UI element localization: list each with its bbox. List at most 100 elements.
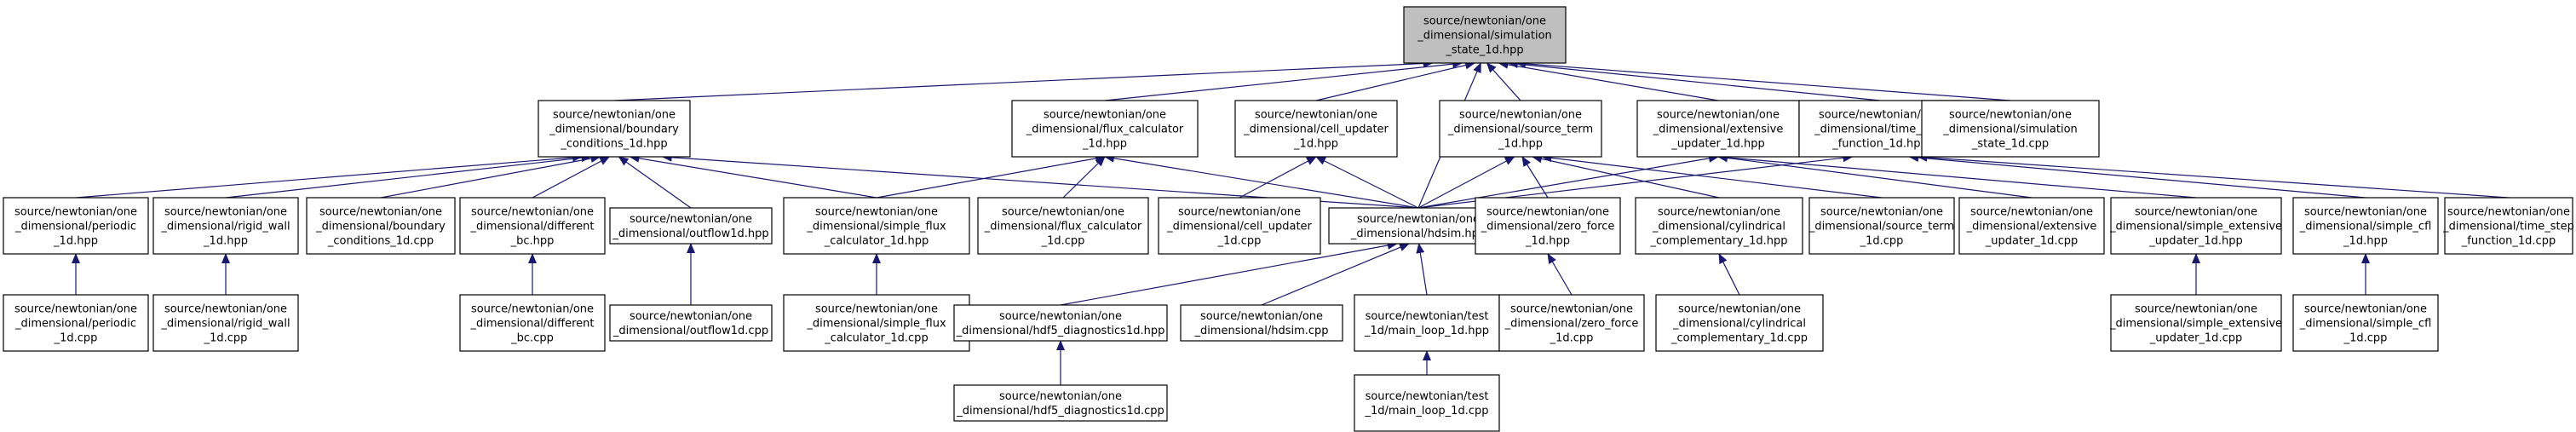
node-flux[interactable]: source/newtonian/one_dimensional/flux_ca… bbox=[1011, 100, 1199, 158]
node-label-line: _1d.cpp bbox=[54, 332, 98, 345]
edge-hdf5-h-to-hdsim-h bbox=[1060, 241, 1398, 306]
node-label-line: _dimensional/simple_flux bbox=[806, 318, 946, 331]
node-mainloop-cpp[interactable]: source/newtonian/test _1d/main_loop_1d.cp… bbox=[1354, 374, 1500, 432]
node-sext-cpp[interactable]: source/newtonian/one_dimensional/simple_… bbox=[2109, 294, 2282, 352]
node-box bbox=[1475, 197, 1621, 255]
node-zero-cpp[interactable]: source/newtonian/one _dimensional/zero_fo… bbox=[1498, 294, 1645, 352]
node-label-line: _dimensional/cylindrical bbox=[1652, 221, 1785, 233]
node-label-line: source/newtonian/one bbox=[14, 206, 137, 219]
node-label-line: source/newtonian/one bbox=[1459, 109, 1582, 122]
node-label-line: _dimensional/simple_extensive bbox=[2109, 221, 2282, 233]
node-label-line: _1d.hpp bbox=[1525, 235, 1570, 248]
node-boundary-cpp[interactable]: source/newtonian/one_dimensional/boundar… bbox=[306, 197, 456, 255]
edge-ext-cpp-to-extensive bbox=[1717, 153, 2033, 199]
node-box bbox=[152, 197, 299, 255]
node-label-line: source/newtonian/one bbox=[1044, 109, 1166, 122]
node-label-line: _dimensional/simulation bbox=[1417, 30, 1552, 43]
node-label-line: _1d.cpp bbox=[1860, 235, 1904, 248]
node-label-line: _1d/main_loop_1d.hpp bbox=[1364, 325, 1489, 337]
node-scfl-cpp[interactable]: source/newtonian/one_dimensional/simple_… bbox=[2292, 294, 2439, 352]
node-rigid-h[interactable]: source/newtonian/one_dimensional/rigid_w… bbox=[152, 197, 299, 255]
node-label-line: source/newtonian/one bbox=[14, 303, 137, 316]
node-label-line: source/newtonian/one bbox=[1510, 303, 1633, 316]
node-ext-cpp[interactable]: source/newtonian/one_dimensional/extensi… bbox=[1958, 197, 2105, 255]
node-label-line: _dimensional/cell_updater bbox=[1166, 221, 1312, 233]
edge-hdsim-cpp-to-hdsim-h bbox=[1261, 243, 1410, 306]
node-simcpp[interactable]: source/newtonian/one_dimensional/simulat… bbox=[1921, 100, 2100, 158]
node-outflow-h[interactable]: source/newtonian/one _dimensional/outflow… bbox=[609, 207, 773, 245]
node-label-line: _dimensional/hdf5_diagnostics1d.cpp bbox=[956, 405, 1164, 418]
node-label-line: _dimensional/hdsim.cpp bbox=[1193, 325, 1328, 337]
node-box bbox=[1180, 304, 1343, 342]
node-sflux-cpp[interactable]: source/newtonian/one_dimensional/simple_… bbox=[783, 294, 970, 352]
node-extensive[interactable]: source/newtonian/one_dimensional/extensi… bbox=[1636, 100, 1800, 158]
node-label-line: source/newtonian/one bbox=[2135, 206, 2257, 219]
node-label-line: _dimensional/cell_updater bbox=[1243, 124, 1389, 136]
node-label-line: source/newtonian/one bbox=[630, 213, 752, 226]
node-different-cpp[interactable]: source/newtonian/one_dimensional/differe… bbox=[459, 294, 606, 352]
node-label-line: _dimensional/simple_flux bbox=[806, 221, 946, 233]
edge-zero-cpp-to-zero-h bbox=[1547, 253, 1573, 296]
node-label-line: _dimensional/outflow1d.hpp bbox=[612, 228, 768, 240]
node-mainloop-h[interactable]: source/newtonian/test _1d/main_loop_1d.hp… bbox=[1354, 294, 1500, 352]
node-label-line: source/newtonian/one bbox=[164, 303, 287, 316]
node-hdf5-cpp[interactable]: source/newtonian/one_dimensional/hdf5_di… bbox=[953, 384, 1168, 422]
node-label-line: _dimensional/source_term bbox=[1447, 124, 1593, 136]
node-box bbox=[2110, 294, 2282, 352]
node-flux-cpp[interactable]: source/newtonian/one_dimensional/flux_ca… bbox=[977, 197, 1149, 255]
node-tsf-cpp[interactable]: source/newtonian/one_dimensional/time_st… bbox=[2442, 197, 2574, 255]
node-zero-h[interactable]: source/newtonian/one_dimensional/zero_fo… bbox=[1475, 197, 1621, 255]
node-label-line: _dimensional/boundary bbox=[315, 221, 446, 233]
node-source-cpp[interactable]: source/newtonian/one_dimensional/source_… bbox=[1808, 197, 1955, 255]
node-sflux-h[interactable]: source/newtonian/one _dimensional/simple_… bbox=[783, 197, 970, 255]
node-box bbox=[1808, 197, 1955, 255]
node-cyl-h[interactable]: source/newtonian/one_dimensional/cylindr… bbox=[1635, 197, 1803, 255]
node-label-line: _1d.cpp bbox=[1550, 332, 1594, 345]
node-box bbox=[1439, 100, 1602, 158]
node-label-line: _calculator_1d.hpp bbox=[824, 235, 929, 248]
node-different-h[interactable]: source/newtonian/one_dimensional/differe… bbox=[459, 197, 606, 255]
edge-simcpp-to-root bbox=[1515, 59, 2011, 101]
node-label-line: source/newtonian/test bbox=[1366, 310, 1489, 323]
node-label-line: _1d.hpp bbox=[1082, 138, 1127, 151]
node-boundary[interactable]: source/newtonian/one_dimensional/boundar… bbox=[538, 100, 691, 158]
node-label-line: _conditions_1d.cpp bbox=[327, 235, 434, 248]
node-periodic-h[interactable]: source/newtonian/one_dimensional/periodi… bbox=[3, 197, 149, 255]
node-cellupd-cpp[interactable]: source/newtonian/one _dimensional/cell_up… bbox=[1158, 197, 1321, 255]
node-box bbox=[953, 304, 1168, 342]
node-outflow-cpp[interactable]: source/newtonian/one_dimensional/outflow… bbox=[609, 304, 773, 342]
node-label-line: _dimensional/simple_cfl bbox=[2299, 318, 2432, 331]
node-hdsim-cpp[interactable]: source/newtonian/one_dimensional/hdsim.c… bbox=[1180, 304, 1343, 342]
node-label-line: source/newtonian/one bbox=[1486, 206, 1609, 219]
node-box bbox=[2292, 294, 2439, 352]
node-root[interactable]: source/newtonian/one_dimensional/simulat… bbox=[1403, 6, 1567, 64]
node-label-line: _dimensional/different bbox=[469, 318, 594, 331]
node-periodic-cpp[interactable]: source/newtonian/one_dimensional/periodi… bbox=[3, 294, 149, 352]
node-label-line: source/newtonian/one bbox=[1819, 109, 1941, 122]
edge-sflux-h-to-flux bbox=[876, 154, 1106, 199]
node-label-line: _1d.hpp bbox=[1293, 138, 1338, 151]
node-cellupd[interactable]: source/newtonian/one_dimensional/cell_up… bbox=[1234, 100, 1398, 158]
edge-zero-h-to-source bbox=[1521, 156, 1549, 199]
edge-cellupd-cpp-to-cellupd bbox=[1239, 156, 1317, 199]
node-label-line: _dimensional/simple_cfl bbox=[2299, 221, 2432, 233]
node-label-line: source/newtonian/one bbox=[1178, 206, 1301, 219]
node-cyl-cpp[interactable]: source/newtonian/one_dimensional/cylindr… bbox=[1655, 294, 1824, 352]
node-label-line: _complementary_1d.hpp bbox=[1649, 235, 1787, 248]
node-label-line: _dimensional/rigid_wall bbox=[160, 221, 290, 233]
node-box bbox=[783, 294, 970, 352]
node-label-line: _1d/main_loop_1d.cpp bbox=[1365, 405, 1489, 418]
node-label-line: _dimensional/zero_force bbox=[1504, 318, 1639, 331]
node-label-line: source/newtonian/one bbox=[1820, 206, 1943, 219]
node-rigid-cpp[interactable]: source/newtonian/one_dimensional/rigid_w… bbox=[152, 294, 299, 352]
node-label-line: _complementary_1d.cpp bbox=[1670, 332, 1808, 345]
node-label-line: _state_1d.cpp bbox=[1971, 138, 2049, 151]
node-label-line: _dimensional/simple_extensive bbox=[2109, 318, 2282, 331]
node-hdf5-h[interactable]: source/newtonian/one_dimensional/hdf5_di… bbox=[953, 304, 1168, 342]
node-source[interactable]: source/newtonian/one _dimensional/source_… bbox=[1439, 100, 1602, 158]
node-label-line: source/newtonian/one bbox=[815, 206, 938, 219]
node-label-line: source/newtonian/test bbox=[1366, 390, 1489, 403]
node-sext-h[interactable]: source/newtonian/one _dimensional/simple_… bbox=[2109, 197, 2282, 255]
node-label-line: _function_1d.hpp bbox=[1831, 138, 1928, 151]
node-scfl-h[interactable]: source/newtonian/one_dimensional/simple_… bbox=[2292, 197, 2439, 255]
